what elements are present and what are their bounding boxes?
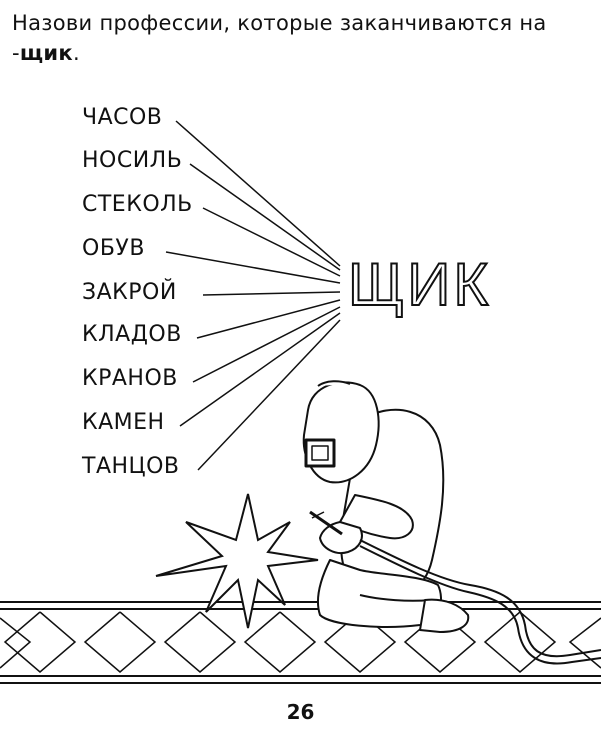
task-instruction: Назови профессии, которые заканчиваются … [12, 8, 592, 68]
word-chasov: ЧАСОВ [82, 105, 163, 130]
task-suffix: щик [19, 41, 73, 65]
outlined-suffix: ЩИК [347, 250, 492, 319]
word-kladov: КЛАДОВ [82, 322, 182, 347]
steel-beam [0, 601, 601, 684]
connector-nosil [189, 163, 341, 271]
word-nosil: НОСИЛЬ [82, 148, 183, 173]
connector-zakroy [202, 291, 341, 296]
connector-kranov [192, 306, 341, 383]
connector-chasov [175, 120, 341, 267]
word-obuv: ОБУВ [82, 236, 145, 261]
task-period: . [72, 41, 80, 65]
welder-icon [302, 380, 601, 665]
task-text: Назови профессии, которые заканчиваются … [12, 11, 547, 65]
connector-lines [165, 120, 341, 471]
spark-icon [155, 493, 319, 629]
word-stekol: СТЕКОЛЬ [82, 192, 193, 217]
page-number: 26 [286, 700, 315, 724]
connector-obuv [165, 251, 341, 284]
connector-kamen [179, 312, 341, 427]
word-tantsov: ТАНЦОВ [82, 454, 180, 479]
word-kamen: КАМЕН [82, 410, 165, 435]
connector-tantsov [197, 319, 341, 471]
connector-stekol [202, 207, 341, 277]
word-zakroy: ЗАКРОЙ [82, 280, 177, 305]
word-kranov: КРАНОВ [82, 366, 178, 391]
connector-kladov [196, 299, 341, 339]
